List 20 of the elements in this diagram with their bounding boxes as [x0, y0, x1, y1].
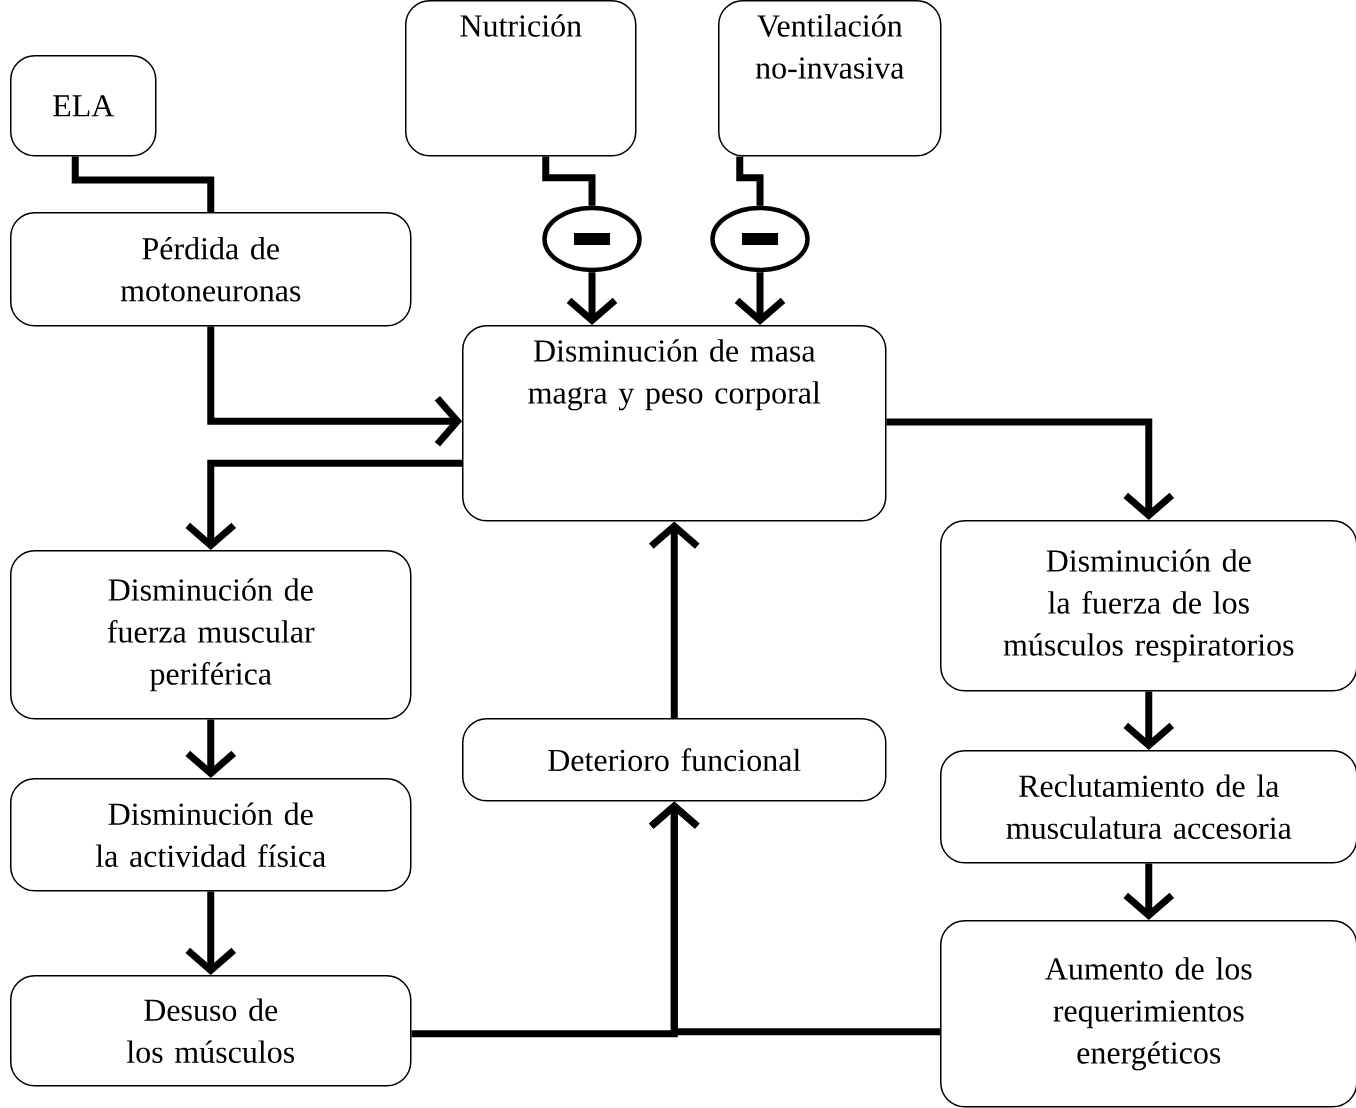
arrow [648, 801, 940, 1036]
process-box: Disminución de masa magra y peso corporal [462, 325, 887, 522]
inhibition-symbol [542, 205, 642, 273]
process-box: Reclutamiento de la musculatura accesoria [940, 750, 1356, 864]
process-box: Desuso de los músculos [10, 975, 412, 1087]
process-box: Disminución de la actividad física [10, 778, 412, 892]
process-box: Aumento de los requerimientos energéticos [940, 920, 1356, 1108]
connector-line [71, 156, 215, 212]
process-box: Deterioro funcional [462, 718, 887, 802]
arrow [207, 326, 462, 447]
process-box: ELA [10, 55, 157, 157]
process-box: Disminución de fuerza muscular periférica [10, 550, 412, 720]
process-box: Pérdida de motoneuronas [10, 212, 412, 327]
arrow [185, 459, 462, 550]
arrow [886, 418, 1175, 520]
process-box: Disminución de la fuerza de los músculos respiratorios [940, 520, 1356, 692]
process-box: Ventilación no-invasiva [718, 0, 942, 157]
arrow [648, 521, 700, 718]
process-box: Nutrición [405, 0, 637, 157]
inhibition-symbol [710, 205, 810, 273]
